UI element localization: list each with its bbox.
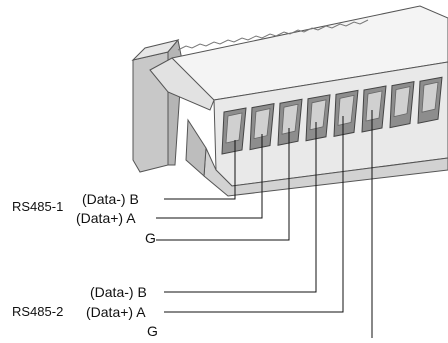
wire-clamp [309, 99, 327, 131]
pin-label-rs485-1-b: (Data-) B [82, 191, 139, 207]
pin-label-rs485-1-a: (Data+) A [76, 210, 136, 226]
leader-rs485-1-g [156, 128, 290, 241]
leader-rs485-1-b [164, 140, 236, 200]
wire-clamp [421, 81, 439, 113]
wire-clamp [393, 86, 411, 118]
wire-clamp [253, 108, 271, 140]
pin-label-rs485-2-g: G [147, 323, 158, 339]
wire-clamp [225, 112, 243, 144]
pin-label-rs485-1-g: G [145, 230, 156, 246]
wire-clamp [365, 90, 383, 122]
connector-front-face [185, 61, 448, 197]
group-label-rs485-2: RS485-2 [12, 304, 64, 319]
leader-rs485-2-a [164, 116, 344, 313]
group-label-rs485-1: RS485-1 [12, 199, 64, 214]
wire-entry-slots [221, 76, 443, 155]
pin-label-rs485-2-b: (Data-) B [90, 284, 147, 300]
leader-rs485-1-a [156, 134, 263, 219]
wire-clamp [281, 103, 299, 135]
pin-label-rs485-2-a: (Data+) A [86, 304, 146, 320]
connector-top-surface [149, 5, 448, 111]
wire-clamp [337, 94, 355, 126]
leader-rs485-2-b [164, 122, 317, 293]
leader-lines [156, 110, 373, 338]
